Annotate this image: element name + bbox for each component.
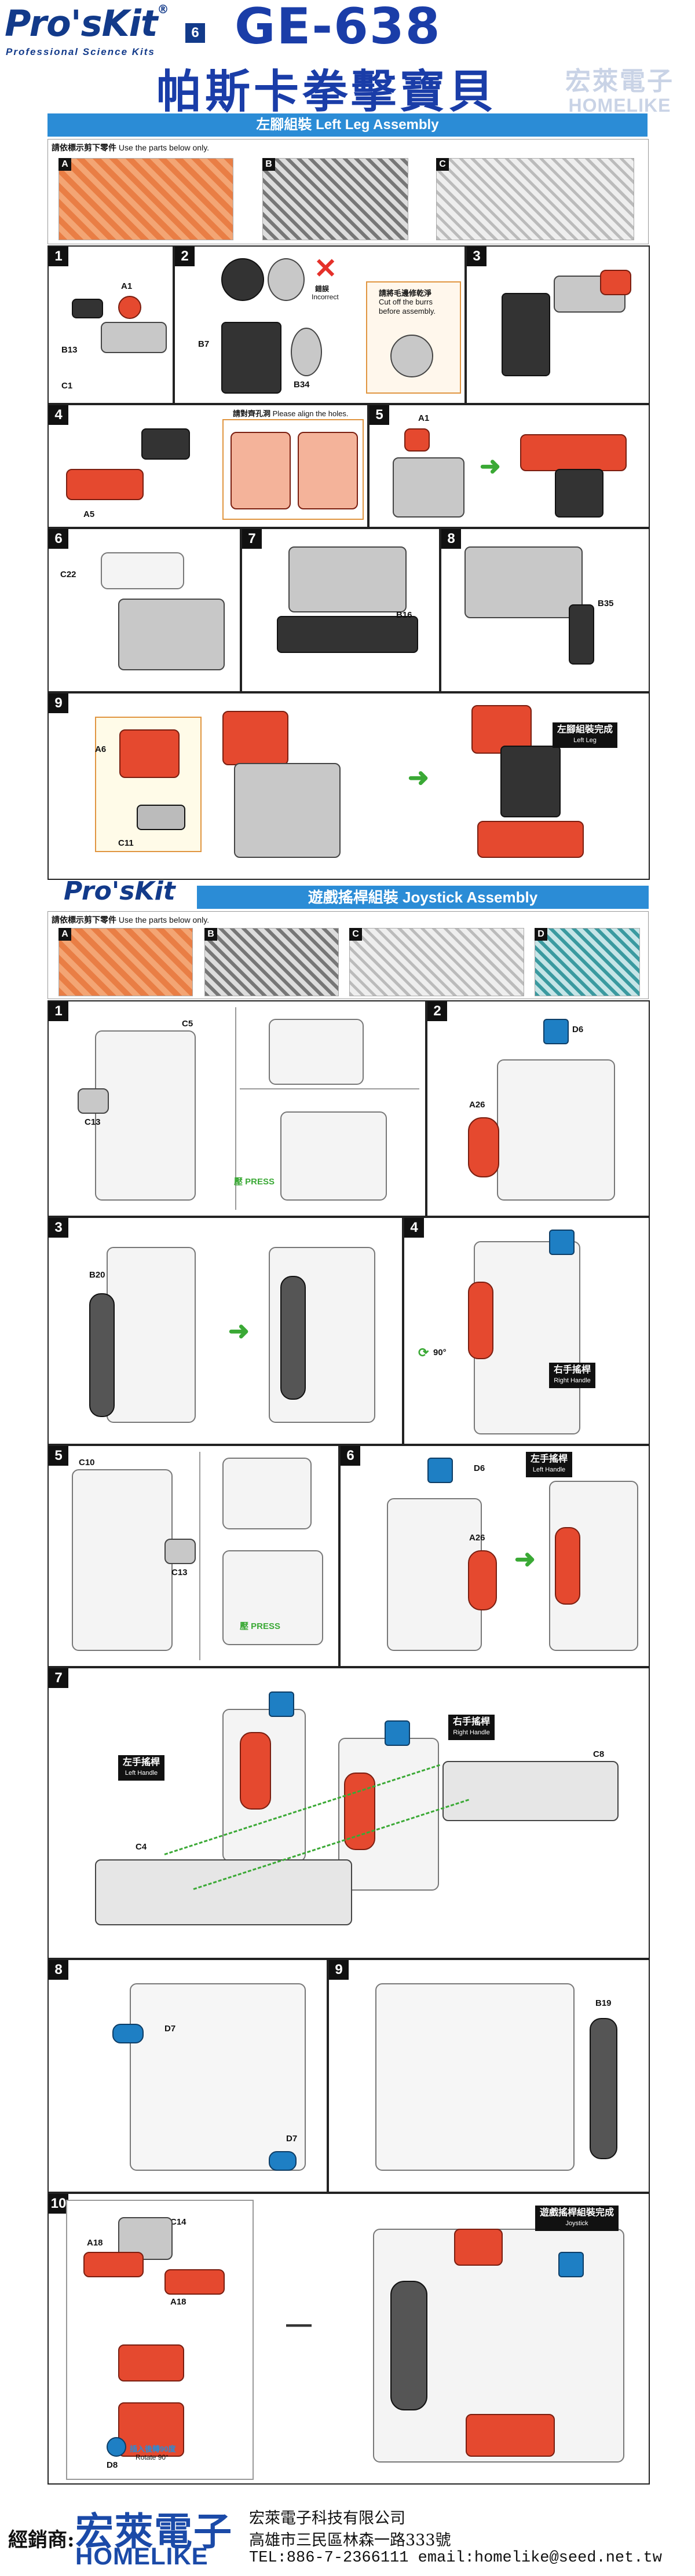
tagline: Professional Science Kits [6,46,155,57]
section-title-left-leg: 左腳組裝 Left Leg Assembly [47,113,648,137]
distributor-label: 經銷商: [8,2529,75,2552]
step-10-joystick: 10 C14 A18 A18 D8 插入後轉90度 Rotate 90° — 遊… [47,2193,650,2485]
proskit-logo-small: Pro'sKit [64,876,175,906]
section-title-joystick: 遊戲搖桿組裝 Joystick Assembly [197,886,649,909]
parts-box-joystick: 請依標示剪下零件 Use the parts below only. A B C… [47,911,649,999]
step-3-joystick: 3 B20 ➜ [47,1217,403,1445]
company-contact: TEL:886-7-2366111 email:homelike@seed.ne… [249,2549,662,2567]
step-5-joystick: 5 C10 C13 壓 PRESS [47,1445,339,1667]
step-9-joystick: 9 B19 [328,1959,650,2193]
header: Pro'sKit® 6 Professional Science Kits GE… [0,0,695,118]
step-8-joystick: 8 D7 D7 [47,1959,328,2193]
step-2-joystick: 2 D6 A26 [426,1000,650,1217]
step-2-leg: 2 ✕ 錯誤 Incorrect B7 B34 請將毛邊修乾淨 Cut off … [174,245,466,404]
step-5-leg: 5 A1 ➜ [368,404,650,528]
series-number: 6 [185,23,205,43]
product-title: 帕斯卡拳擊寶貝 [156,65,498,118]
sprue-b-joystick: B [204,928,339,996]
homelike-logo-cn: 宏萊電子 [75,2510,233,2553]
sprue-c-joystick: C [349,928,524,996]
sprue-a: A [58,158,233,240]
company-name: 宏萊電子科技有限公司 [249,2509,405,2527]
sprue-c: C [436,158,634,240]
step-7-leg: 7 B16 [241,528,440,692]
sprue-d-joystick: D [535,928,640,996]
rotate-icon: ⟳ [418,1345,429,1360]
step-1-leg: 1 A1 B13 C1 [47,245,174,404]
homelike-logo-en: HOMELIKE [75,2542,209,2570]
step-6-leg: 6 C22 [47,528,241,692]
step-1-joystick: 1 C5 C13 壓 PRESS [47,1000,426,1217]
model-number: GE-638 [235,0,441,56]
step-3-leg: 3 [466,245,650,404]
step-8-leg: 8 B35 [440,528,650,692]
step-4-leg: 4 A5 請對齊孔洞 Please align the holes. [47,404,368,528]
company-address: 高雄市三民區林森一路333號 [249,2531,451,2549]
proskit-logo: Pro'sKit® 6 [5,2,205,46]
sprue-b: B [262,158,408,240]
parts-box-left-leg: 請依標示剪下零件 Use the parts below only. A B C [47,139,649,244]
footer: 經銷商: 宏萊電子 HOMELIKE 宏萊電子科技有限公司 高雄市三民區林森一路… [0,2489,695,2576]
homelike-watermark: 宏萊電子 HOMELIKE [565,67,674,116]
sprue-a-joystick: A [58,928,193,996]
